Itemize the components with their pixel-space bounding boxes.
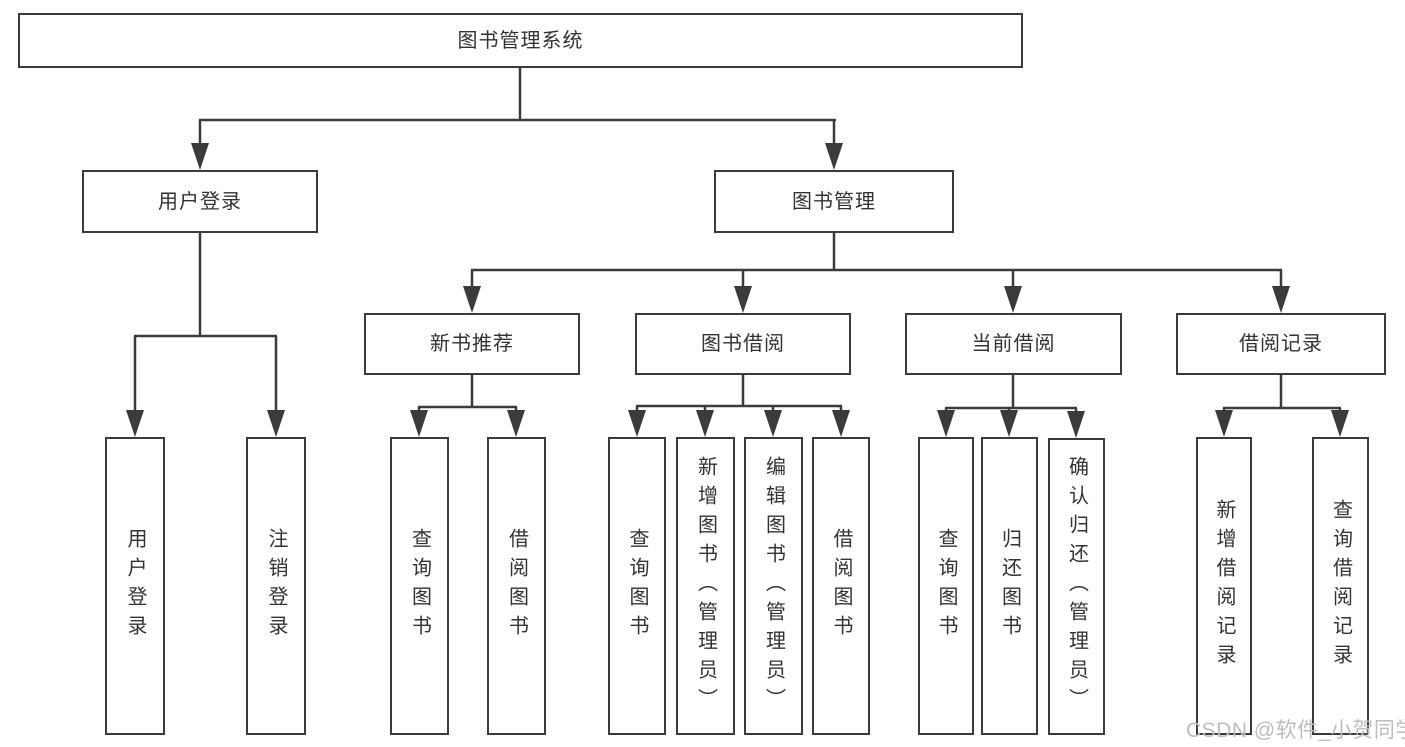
leaf-borrow-books: 借阅图书: [812, 437, 870, 735]
leaf-logout: 注销登录: [246, 437, 306, 735]
connector-current-borrow-group: [937, 375, 1085, 438]
csdn-watermark: CSDN @软件_小贺同学: [1186, 719, 1405, 742]
connector-book-management-to-level3: [463, 233, 1290, 313]
connector-book-borrow-group: [628, 375, 850, 437]
leaf-return-books: 归还图书: [981, 437, 1038, 735]
node-book-management: 图书管理: [714, 170, 954, 233]
node-user-login: 用户登录: [82, 170, 318, 233]
leaf-query-books-borrow: 查询图书: [608, 437, 666, 735]
node-library-system: 图书管理系统: [18, 13, 1023, 68]
node-current-borrow: 当前借阅: [905, 313, 1122, 375]
leaf-query-borrow-record: 查询借阅记录: [1312, 437, 1369, 735]
connector-borrow-record-group: [1215, 375, 1349, 437]
leaf-query-books-recommend: 查询图书: [390, 437, 449, 735]
leaf-confirm-return-admin: 确认归还（管理员）: [1048, 438, 1105, 735]
connector-user-login-group: [126, 233, 285, 437]
leaf-add-borrow-record: 新增借阅记录: [1196, 437, 1252, 735]
node-book-borrow: 图书借阅: [635, 313, 851, 375]
connector-new-book-group: [410, 375, 525, 437]
node-new-book-recommend: 新书推荐: [364, 313, 580, 375]
leaf-user-login: 用户登录: [105, 437, 165, 735]
leaf-edit-book-admin: 编辑图书（管理员）: [744, 437, 803, 735]
leaf-add-book-admin: 新增图书（管理员）: [676, 437, 735, 735]
leaf-query-books-current: 查询图书: [918, 437, 974, 735]
leaf-borrow-books-recommend: 借阅图书: [487, 437, 546, 735]
connector-root-to-level2: [191, 68, 843, 170]
node-borrow-records: 借阅记录: [1176, 313, 1386, 375]
